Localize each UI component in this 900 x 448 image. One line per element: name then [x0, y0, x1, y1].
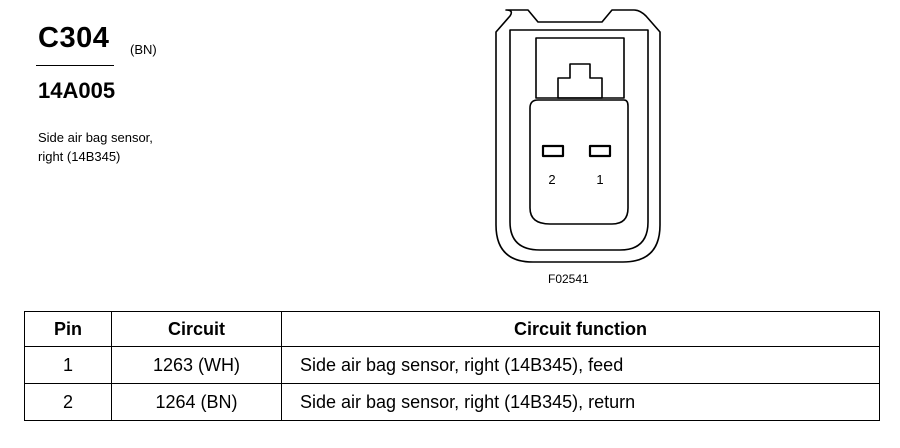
terminal-block — [529, 99, 629, 225]
terminal-2 — [541, 144, 565, 158]
circuit-function-cell: Side air bag sensor, right (14B345), fee… — [281, 346, 880, 384]
connector-color-code: (BN) — [130, 42, 157, 57]
part-number: 14A005 — [38, 78, 116, 103]
circuit-cell: 1263 (WH) — [111, 346, 282, 384]
pin-cell: 1 — [24, 346, 112, 384]
connector-description: Side air bag sensor, right (14B345) — [38, 128, 153, 166]
circuit-function-cell: Side air bag sensor, right (14B345), ret… — [281, 383, 880, 421]
housing-outer — [495, 9, 661, 263]
terminal-1 — [588, 144, 612, 158]
description-line: right (14B345) — [38, 149, 121, 164]
circuit-cell: 1264 (BN) — [111, 383, 282, 421]
header-circuit-function: Circuit function — [281, 311, 880, 347]
latch — [535, 37, 625, 99]
title-divider — [36, 65, 114, 66]
pin-label-2: 2 — [548, 172, 555, 187]
housing-inner — [509, 29, 649, 251]
figure-code: F02541 — [548, 272, 589, 286]
pin-label-1: 1 — [596, 172, 603, 187]
pin-cell: 2 — [24, 383, 112, 421]
connector-id: C304 — [38, 22, 110, 54]
table-header-row: Pin Circuit Circuit function — [24, 311, 880, 347]
description-line: Side air bag sensor, — [38, 130, 153, 145]
header-circuit: Circuit — [111, 311, 282, 347]
table-row: 1 1263 (WH) Side air bag sensor, right (… — [24, 346, 880, 384]
header-pin: Pin — [24, 311, 112, 347]
pin-table: Pin Circuit Circuit function 1 1263 (WH)… — [24, 311, 880, 421]
latch-tab — [557, 63, 603, 99]
table-row: 2 1264 (BN) Side air bag sensor, right (… — [24, 383, 880, 421]
connector-face-diagram: 2 1 — [495, 9, 661, 263]
